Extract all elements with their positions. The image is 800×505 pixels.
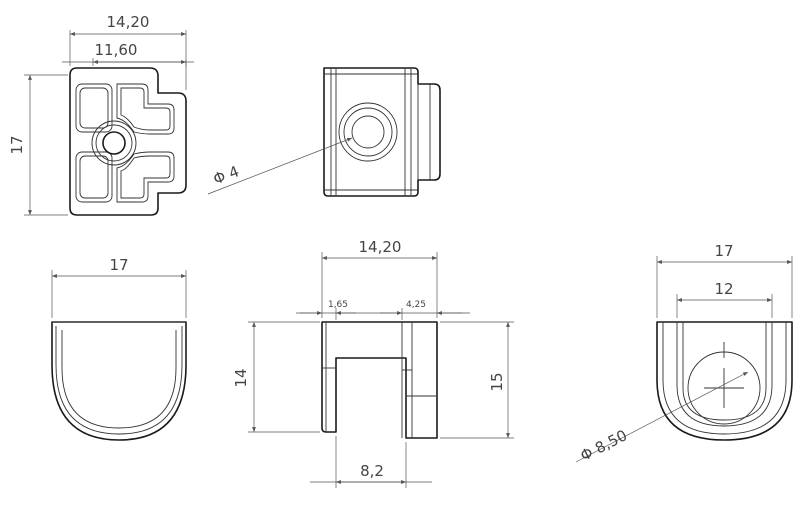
dim-wall-left: 1,65 (328, 300, 348, 310)
dim-width: 17 (109, 256, 128, 274)
dim-width-outer: 17 (714, 242, 733, 260)
dim-height: 17 (8, 135, 26, 154)
view-bottom-middle: 14,20 1,65 4,25 14 15 8,2 (232, 238, 514, 488)
dim-wall-right: 4,25 (406, 300, 426, 310)
dim-height-outer: 15 (488, 372, 506, 391)
view-bottom-left: 17 (51, 256, 187, 441)
dim-width-outer: 14,20 (107, 13, 150, 31)
view-bottom-right: 17 12 Φ 8,50 (575, 242, 793, 465)
view-top-left: 14,20 11,60 17 (8, 13, 194, 216)
dim-width-outer: 14,20 (359, 238, 402, 256)
dim-width-inner: 12 (714, 280, 733, 298)
dim-width-inner: 11,60 (95, 41, 138, 59)
dim-hole-diameter-large: Φ 8,50 (577, 426, 630, 465)
dim-slot-width: 8,2 (360, 462, 384, 480)
view-top-middle: Φ 4 (207, 67, 441, 197)
dim-hole-diameter-small: Φ 4 (211, 162, 242, 188)
dim-height-inner: 14 (232, 368, 250, 387)
